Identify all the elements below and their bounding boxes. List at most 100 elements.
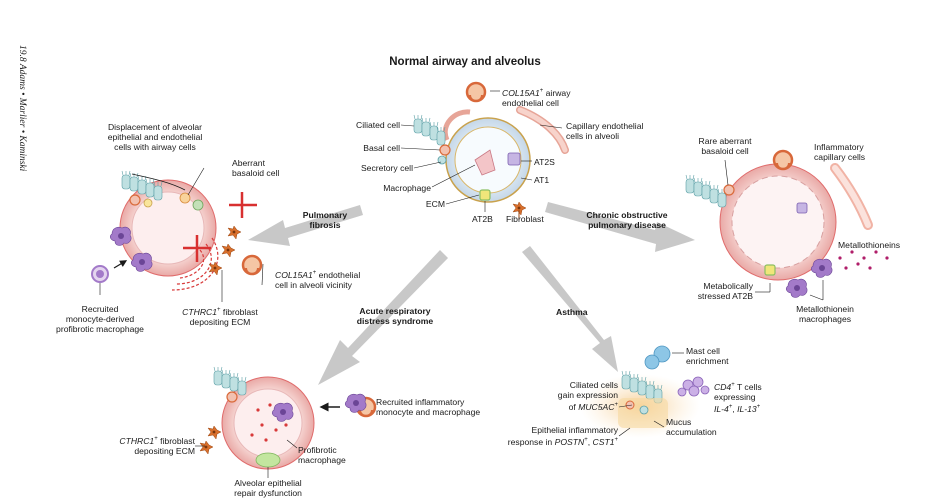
label-pf-recruited: Recruited monocyte-derived profibrotic m… <box>45 304 155 334</box>
pf-fibroblast-1 <box>227 225 242 240</box>
label-ards: Acute respiratory distress syndrome <box>340 306 450 326</box>
ards-repair-1: Alveolar epithelial <box>234 478 302 488</box>
ards-fibroblast-1 <box>207 425 222 440</box>
ards-recruited-macrophage <box>344 393 367 413</box>
arrow-copd <box>545 202 695 252</box>
pf-line2: fibrosis <box>309 220 341 230</box>
pf-line1: Pulmonary <box>302 210 348 220</box>
copd-metallothionein-dots <box>838 250 889 270</box>
asthma-il13-sup: + <box>756 403 761 410</box>
pf-airway-cells <box>121 170 204 211</box>
copd-inflammatory-capillary-cell <box>772 149 794 171</box>
copd-line2: pulmonary disease <box>588 220 666 230</box>
pf-macrophage-1 <box>109 226 132 246</box>
label-asthma-mucus: Mucus accumulation <box>666 417 717 437</box>
label-copd-rare-basaloid: Rare aberrant basaloid cell <box>690 136 760 156</box>
pf-col15-sup: + <box>312 270 317 276</box>
asthma-leader-lines <box>618 352 684 437</box>
pf-cthrc-italic: CTHRC1 <box>182 306 218 317</box>
label-secretory-cell: Secretory cell <box>360 163 413 173</box>
pf-recruited-2: monocyte-derived <box>65 314 135 324</box>
asthma-epi-2-sup2: + <box>614 437 618 443</box>
asthma-mast-1: Mast cell <box>686 346 720 356</box>
label-copd-mt-macrophages: Metallothionein macrophages <box>785 304 865 324</box>
label-ciliated-cell: Ciliated cell <box>356 120 400 130</box>
copd-line1: Chronic obstructive <box>586 210 668 220</box>
label-ards-repair: Alveolar epithelial repair dysfunction <box>218 478 318 498</box>
asthma-cd4-t-cells <box>677 376 710 397</box>
label-capillary-endothelial: Capillary endothelial cells in alveoli <box>566 121 643 141</box>
copd-stressed-2: stressed AT2B <box>697 291 753 301</box>
ards-recruited-1: Recruited inflammatory <box>376 397 465 407</box>
ards-recruited-2: monocyte and macrophage <box>376 407 481 417</box>
label-pulmonary-fibrosis: Pulmonary fibrosis <box>280 210 370 230</box>
pf-displacement-1: Displacement of alveolar <box>107 122 203 132</box>
asthma-epi-1: Epithelial inflammatory <box>531 425 618 435</box>
ards-fibroblast-2 <box>199 440 214 455</box>
pf-displacement-3: cells with airway cells <box>114 142 196 152</box>
asthma-il4-sup: + <box>728 403 733 410</box>
col15-sup: + <box>539 88 544 94</box>
asthma-cd4-sup: + <box>731 382 735 388</box>
label-copd: Chronic obstructive pulmonary disease <box>572 210 682 230</box>
label-ards-recruited: Recruited inflammatory monocyte and macr… <box>376 397 480 417</box>
label-pf-col15a1: COL15A1+ endothelial cell in alveoli vic… <box>275 268 360 290</box>
copd-capillary-vessel <box>830 163 873 230</box>
label-at1: AT1 <box>534 175 550 185</box>
asthma-epi-2-it1: POSTN <box>554 436 585 447</box>
cap-line1: Capillary endothelial <box>566 121 644 131</box>
label-ards-cthrc1: CTHRC1+ fibroblast depositing ECM <box>95 434 195 456</box>
pf-leader-lines <box>99 167 264 302</box>
normal-alveolus <box>442 106 569 203</box>
copd-stressed-1: Metabolically <box>703 281 753 291</box>
asthma-epi-2-sep: , <box>587 436 593 447</box>
pf-small-arrow <box>113 260 128 269</box>
asthma-cil-3-sup: + <box>614 402 618 408</box>
ards-cthrc-rest: fibroblast <box>157 435 195 446</box>
label-asthma-epithelial: Epithelial inflammatory response in POST… <box>500 425 618 447</box>
ards-cthrc-line2: depositing ECM <box>134 445 195 456</box>
asthma-mast-cells <box>644 345 671 370</box>
pf-red-crosses <box>183 192 257 262</box>
asthma-epi-2-sup1: + <box>584 437 588 443</box>
asthma-cd4-rest: T cells <box>734 381 762 392</box>
label-col15a1-airway: COL15A1+ airway endothelial cell <box>502 86 571 108</box>
label-copd-metallothioneins: Metallothioneins <box>838 240 901 250</box>
col15-rest: airway <box>543 87 571 98</box>
ards-repair-2: repair dysfunction <box>234 488 302 498</box>
pf-cthrc-line2: depositing ECM <box>189 316 251 327</box>
asthma-mucus-2: accumulation <box>666 427 717 437</box>
copd-rare-2: basaloid cell <box>701 146 749 156</box>
pf-recruited-monocyte <box>91 265 109 283</box>
copd-infl-1: Inflammatory <box>814 142 864 152</box>
label-ards-profibrotic: Profibrotic macrophage <box>298 445 346 465</box>
arrow-pulmonary-fibrosis <box>248 205 363 246</box>
label-asthma-ciliated: Ciliated cells gain expression of MUC5AC… <box>520 380 618 412</box>
pf-macrophage-2 <box>130 252 153 272</box>
cap-line2: cells in alveoli <box>566 131 620 141</box>
asthma-mast-2: enrichment <box>686 356 729 366</box>
pf-recruited-1: Recruited <box>81 304 119 314</box>
center-leader-lines <box>400 90 563 212</box>
col15a1-airway-endothelial-cell <box>465 81 487 103</box>
copd-infl-2: capillary cells <box>814 152 866 162</box>
asthma-cd4-comma: , <box>732 403 738 414</box>
asthma-cil-3-pre: of <box>568 401 579 412</box>
pf-col15-rest: endothelial <box>316 269 361 280</box>
label-asthma-mast: Mast cell enrichment <box>686 346 729 366</box>
ards-airway-cells <box>213 366 247 403</box>
label-copd-stressed-at2b: Metabolically stressed AT2B <box>670 281 753 301</box>
label-copd-inflammatory: Inflammatory capillary cells <box>814 142 865 162</box>
asthma-il13: IL-13 <box>737 403 757 414</box>
label-pf-cthrc1: CTHRC1+ fibroblast depositing ECM <box>170 305 270 327</box>
copd-alveolus <box>719 163 837 281</box>
copd-mt-macrophage-2 <box>785 278 808 298</box>
label-basal-cell: Basal cell <box>363 143 400 153</box>
asthma-cil-2: gain expression <box>557 390 618 400</box>
center-airway-cells <box>413 114 451 165</box>
copd-rare-1: Rare aberrant <box>698 136 752 146</box>
copd-mtmac-2: macrophages <box>798 314 852 324</box>
asthma-epi-2-pre: response in <box>507 436 555 447</box>
asthma-cd4-line2: expressing <box>714 391 756 402</box>
